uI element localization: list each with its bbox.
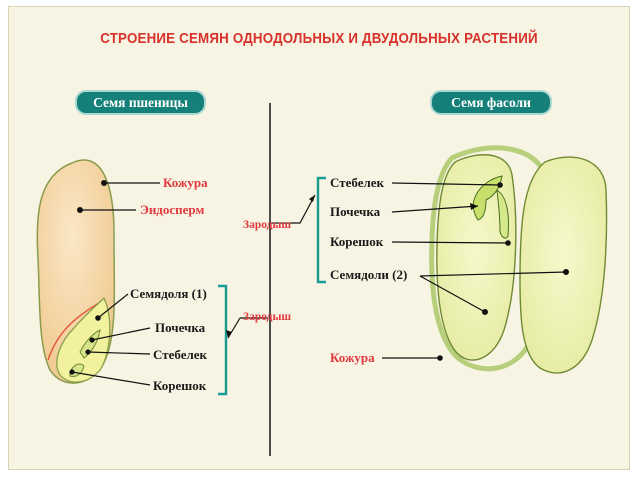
bean-label-stebelek: Стебелек (330, 175, 385, 190)
bean-label-koreshok: Корешок (330, 234, 384, 249)
wheat-label-koreshok: Корешок (153, 378, 207, 393)
wheat-label-endosperm: Эндосперм (140, 202, 205, 217)
bean-radicle (496, 188, 509, 239)
bean-label-kozhura: Кожура (330, 350, 375, 365)
wheat-embryo-bracket (218, 284, 228, 396)
wheat-label-stebelek: Стебелек (153, 347, 208, 362)
wheat-heading-badge: Семя пшеницы (75, 90, 206, 115)
bean-embryo-bracket (316, 176, 326, 284)
bean-label-semyadoli: Семядоли (2) (330, 267, 408, 282)
wheat-label-pochechka: Почечка (155, 320, 206, 335)
bean-label-pochechka: Почечка (330, 204, 381, 219)
wheat-label-kozhura: Кожура (163, 175, 208, 190)
bean-zarodysh-connector (270, 194, 316, 224)
bean-heading-badge: Семя фасоли (430, 90, 552, 115)
bean-plumule (472, 175, 503, 221)
wheat-leaders (69, 180, 160, 386)
bean-right-cotyledon (519, 156, 608, 374)
wheat-label-semyadolya: Семядоля (1) (130, 286, 207, 301)
zarodysh-label-bottom: Зародыш (243, 311, 292, 323)
bean-left-cotyledon (436, 154, 517, 361)
bean-leaders (382, 182, 569, 361)
zarodysh-label-top: Зародыш (243, 219, 292, 231)
page-title: СТРОЕНИЕ СЕМЯН ОДНОДОЛЬНЫХ И ДВУДОЛЬНЫХ … (100, 31, 538, 47)
